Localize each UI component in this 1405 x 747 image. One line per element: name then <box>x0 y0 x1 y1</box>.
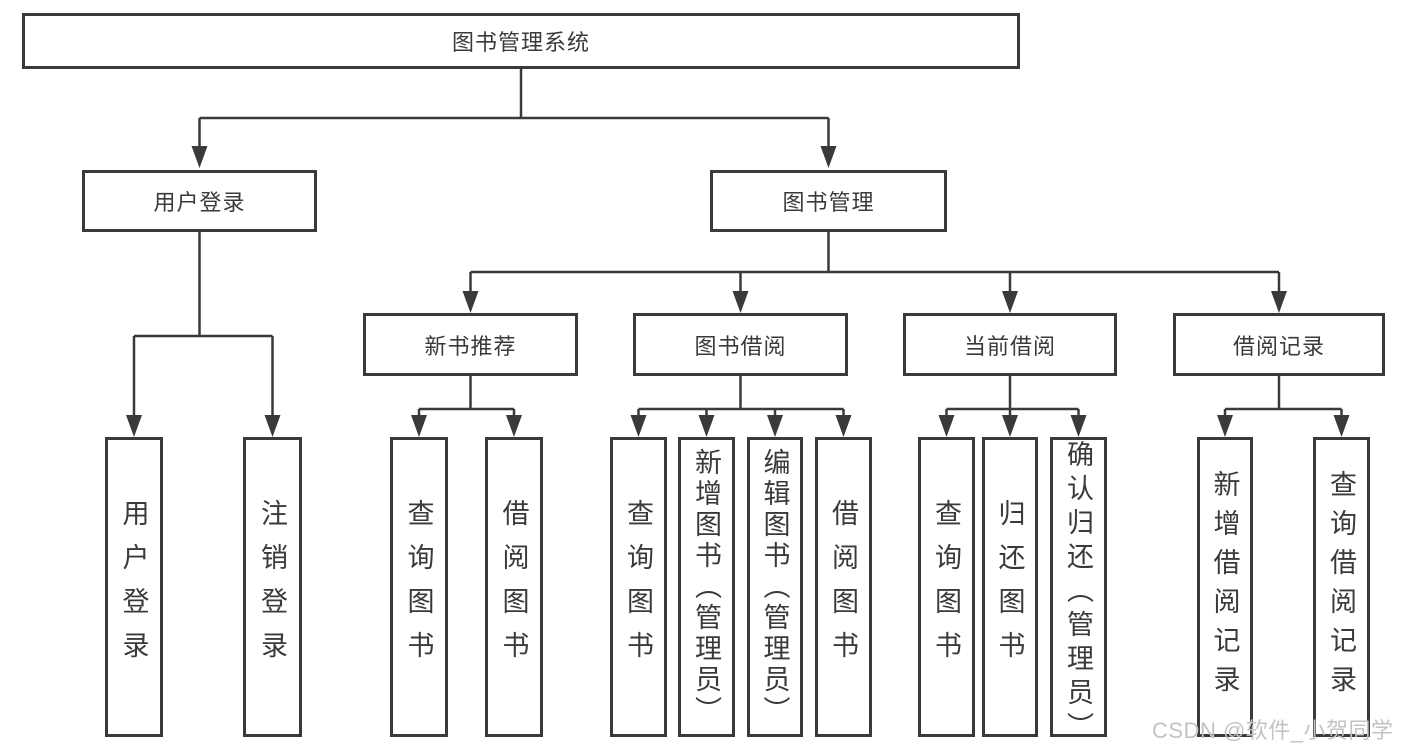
node-user-login-branch: 用户登录 <box>82 170 317 232</box>
leaf-edit-book-admin: 编辑图书（管理员） <box>747 437 803 737</box>
node-borrow-record: 借阅记录 <box>1173 313 1385 376</box>
leaf-query-books-1: 查询图书 <box>390 437 448 737</box>
node-current-borrow: 当前借阅 <box>903 313 1117 376</box>
leaf-label: 归还图书 <box>994 499 1025 675</box>
leaf-label: 注销登录 <box>257 499 287 675</box>
node-label: 图书管理 <box>782 190 875 215</box>
leaf-label: 新增图书（管理员） <box>691 447 721 727</box>
node-book-borrow: 图书借阅 <box>633 313 848 376</box>
leaf-label: 查询图书 <box>403 499 434 675</box>
node-label: 图书借阅 <box>694 333 787 359</box>
leaf-label: 编辑图书（管理员） <box>759 447 790 727</box>
leaf-borrow-books-2: 借阅图书 <box>815 437 872 737</box>
leaf-confirm-return-admin: 确认归还（管理员） <box>1050 437 1107 746</box>
node-library-management-system: 图书管理系统 <box>22 13 1020 69</box>
leaf-label: 借阅图书 <box>828 499 858 675</box>
leaf-add-borrow-record: 新增借阅记录 <box>1197 437 1253 737</box>
leaf-label: 用户登录 <box>118 499 149 675</box>
node-label: 当前借阅 <box>963 333 1056 359</box>
leaf-add-book-admin: 新增图书（管理员） <box>678 437 735 737</box>
leaf-logout: 注销登录 <box>243 437 302 737</box>
node-label: 借阅记录 <box>1232 333 1325 359</box>
leaf-user-login: 用户登录 <box>105 437 163 737</box>
leaf-query-borrow-record: 查询借阅记录 <box>1313 437 1370 737</box>
leaf-label: 确认归还（管理员） <box>1063 440 1093 746</box>
node-book-management: 图书管理 <box>710 170 947 232</box>
leaf-return-book: 归还图书 <box>982 437 1038 737</box>
node-label: 新书推荐 <box>424 333 517 359</box>
csdn-watermark: CSDN @软件_小贺同学 <box>1152 718 1394 743</box>
leaf-borrow-books-1: 借阅图书 <box>485 437 543 737</box>
leaf-query-books-2: 查询图书 <box>610 437 667 737</box>
arrowheads <box>126 146 1350 437</box>
leaf-label: 借阅图书 <box>498 499 529 675</box>
leaf-label: 查询借阅记录 <box>1326 470 1356 704</box>
leaf-query-books-3: 查询图书 <box>918 437 975 737</box>
connector-lines <box>132 69 1343 421</box>
leaf-label: 查询图书 <box>931 499 961 675</box>
node-new-book-recommend: 新书推荐 <box>363 313 578 376</box>
node-label: 图书管理系统 <box>451 30 590 55</box>
leaf-label: 新增借阅记录 <box>1209 470 1240 704</box>
node-label: 用户登录 <box>153 190 246 215</box>
leaf-label: 查询图书 <box>623 499 653 675</box>
